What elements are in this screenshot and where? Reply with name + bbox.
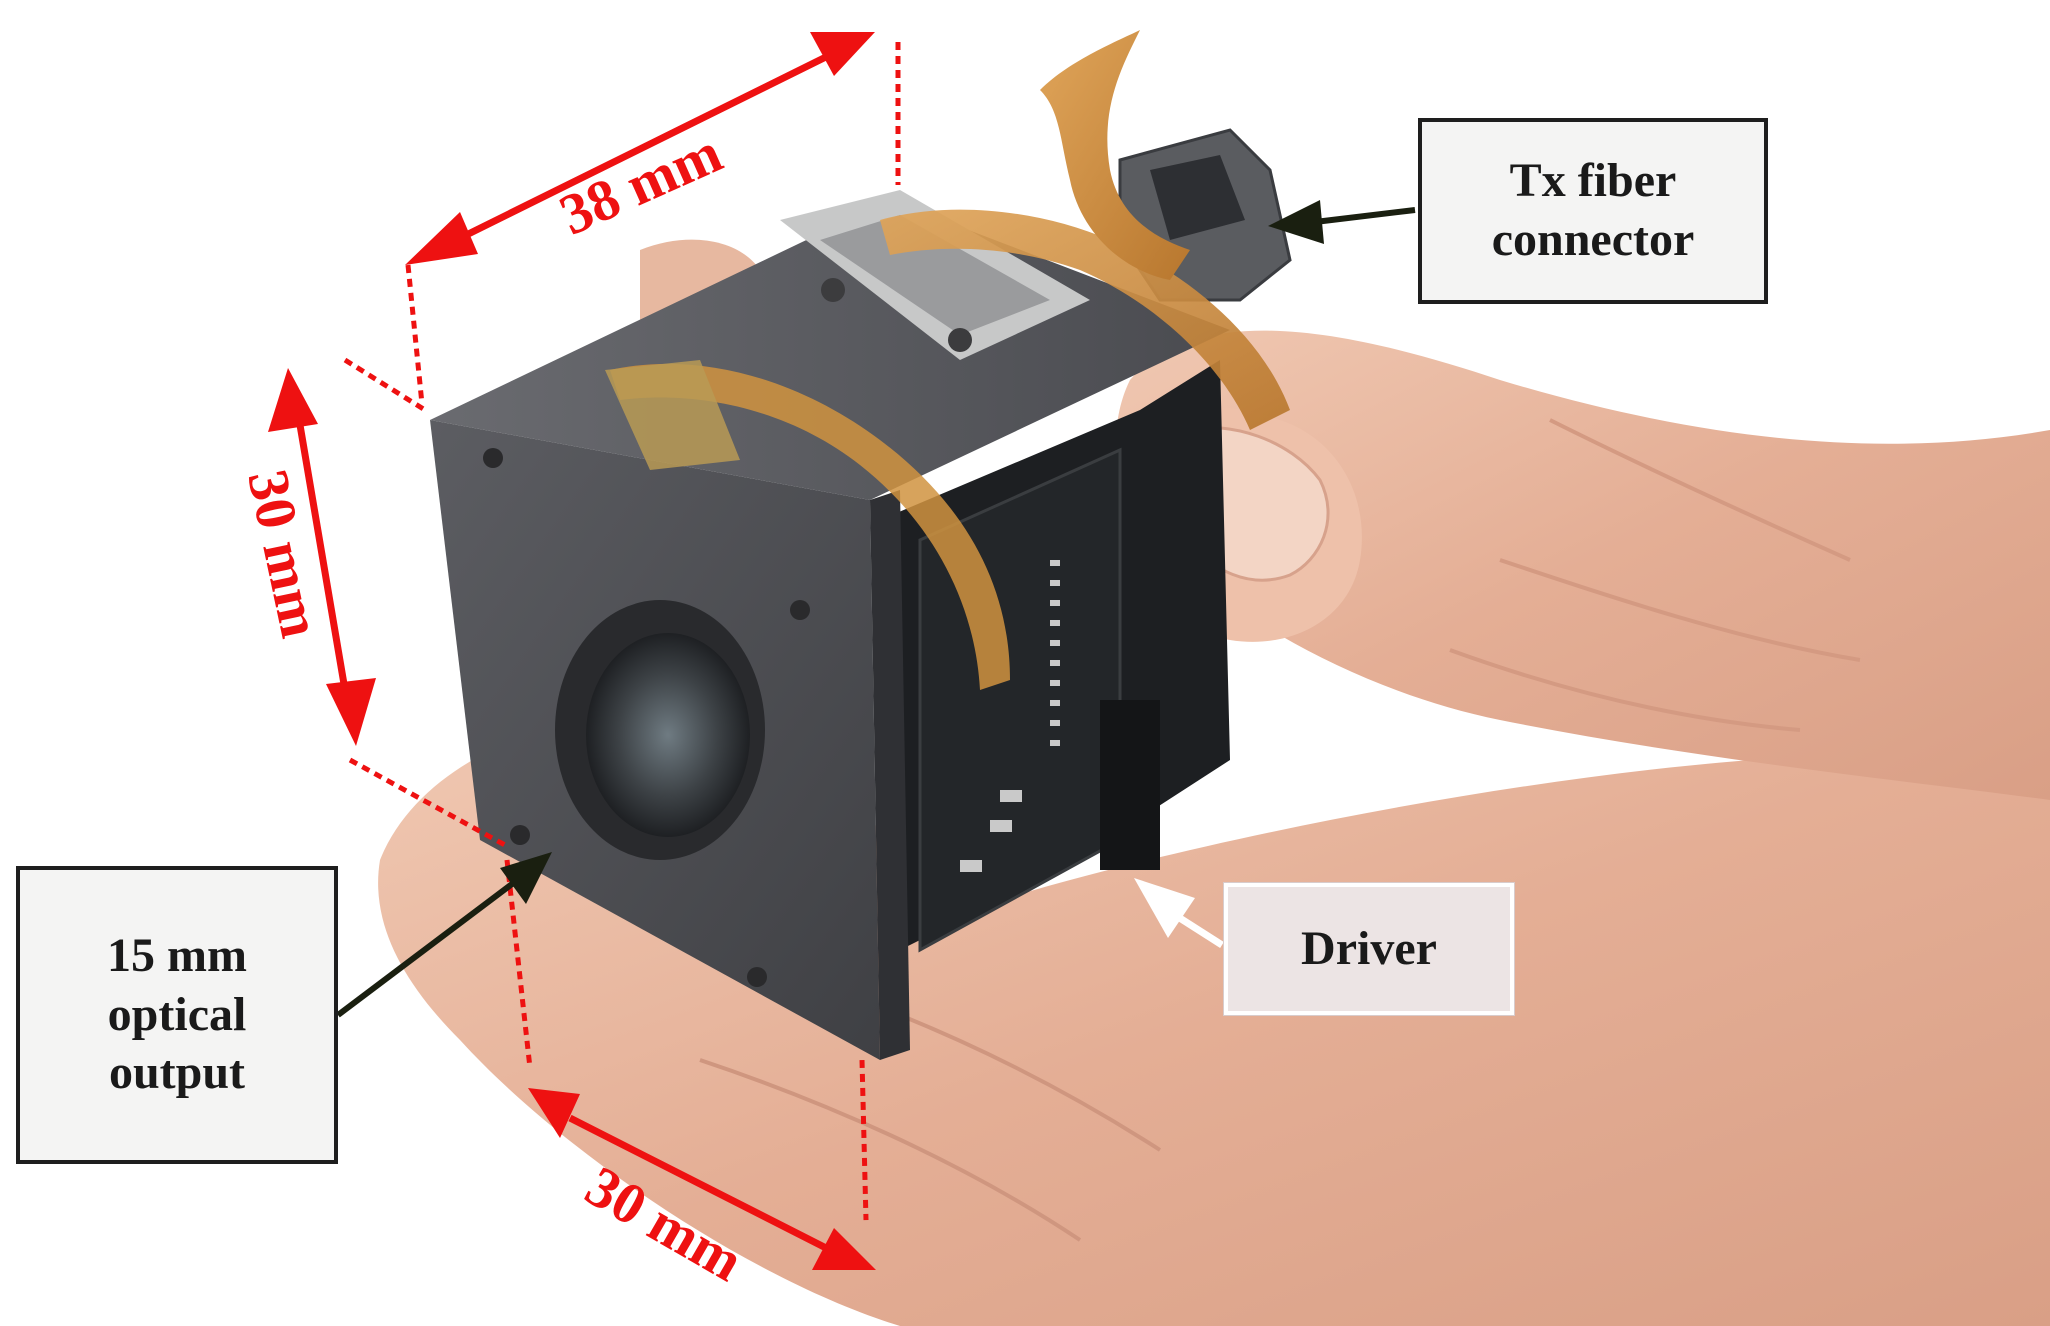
arrowhead [528, 1088, 580, 1138]
callout-line: optical [107, 987, 247, 1041]
callout-line: output [108, 1046, 246, 1100]
dimension-length [405, 32, 901, 405]
callout-line: Driver [1301, 921, 1437, 975]
arrowhead [812, 1228, 876, 1270]
tx-fiber-connector-callout: Tx fiber connector [1418, 118, 1768, 304]
arrowhead [1134, 878, 1195, 938]
arrowhead [405, 212, 478, 265]
optical-output-callout: 15 mm optical output [16, 866, 338, 1164]
arrowhead [326, 678, 376, 746]
arrowhead [500, 852, 552, 904]
callout-arrows [336, 200, 1416, 1018]
dimension-height [268, 357, 507, 848]
arrowhead [268, 368, 318, 432]
driver-callout: Driver [1224, 883, 1514, 1015]
arrowhead [1268, 200, 1324, 244]
dimension-width [504, 859, 876, 1270]
callout-line: Tx fiber [1509, 154, 1677, 208]
laser-module [430, 30, 1292, 1060]
flex-cable [880, 209, 1290, 430]
callout-line: 15 mm [107, 929, 247, 983]
arrowhead [810, 32, 875, 76]
callout-line: connector [1491, 213, 1695, 266]
